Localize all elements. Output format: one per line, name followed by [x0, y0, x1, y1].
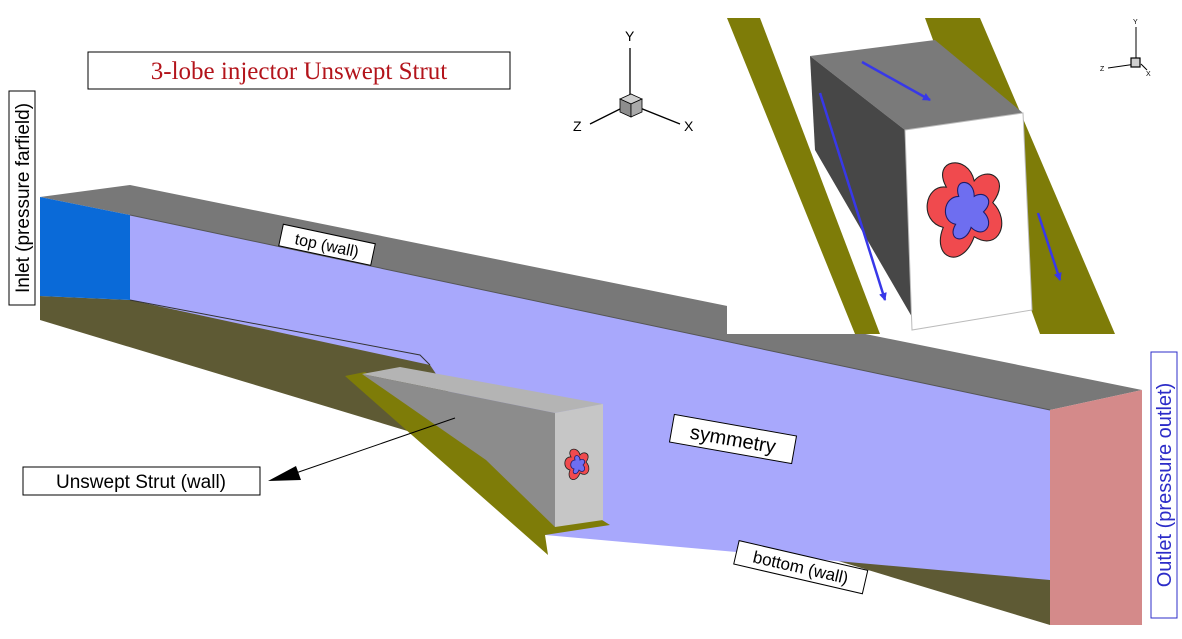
flow-arrow-right — [1036, 212, 1062, 281]
label-inlet: Inlet (pressure farfield) — [8, 90, 36, 306]
symmetry-face — [130, 215, 1050, 580]
diagram-title: 3-lobe injector Unswept Strut — [151, 58, 448, 85]
axis-y-label: Y — [625, 28, 635, 44]
label-outlet: Outlet (pressure outlet) — [1150, 351, 1178, 619]
inset-axis-z-label: Z — [1100, 66, 1105, 73]
inset-bottom-wall-left — [727, 18, 880, 334]
axis-x-label: X — [684, 118, 694, 134]
lobe-inner — [570, 455, 586, 475]
axis-triad: Y X Z — [573, 28, 694, 134]
strut-leader-line — [268, 417, 456, 481]
injector-lobes-large — [926, 162, 1003, 258]
label-strut: Unswept Strut (wall) — [22, 466, 261, 496]
inset-zoom — [727, 18, 1182, 334]
channel-edge-top-inner — [129, 214, 1051, 411]
inlet-face — [40, 197, 130, 300]
inset-axis-x-label: X — [1146, 71, 1151, 78]
inlet-label: Inlet (pressure farfield) — [13, 103, 34, 293]
flow-arrow-top — [861, 60, 931, 102]
triad-cube-right — [630, 98, 643, 118]
strut — [345, 367, 610, 555]
inset-axis-y-label: Y — [1133, 19, 1138, 26]
axis-z-label: Z — [573, 118, 582, 134]
inset-triad-cube — [1130, 57, 1141, 68]
inset-axis-triad: Y Z X — [1100, 19, 1151, 78]
outlet-face — [1050, 390, 1142, 625]
strut-label: Unswept Strut (wall) — [56, 472, 226, 493]
lobe-inner-large — [944, 181, 990, 240]
injector-lobes-small — [564, 448, 590, 480]
strut-top-face — [362, 367, 603, 413]
inset-side-face — [810, 56, 912, 317]
title-box: 3-lobe injector Unswept Strut — [87, 51, 511, 90]
flow-arrow-left — [818, 92, 887, 301]
outlet-label: Outlet (pressure outlet) — [1154, 383, 1176, 588]
strut-side-face — [362, 374, 555, 527]
channel-edge-bottom-inner — [129, 299, 431, 366]
